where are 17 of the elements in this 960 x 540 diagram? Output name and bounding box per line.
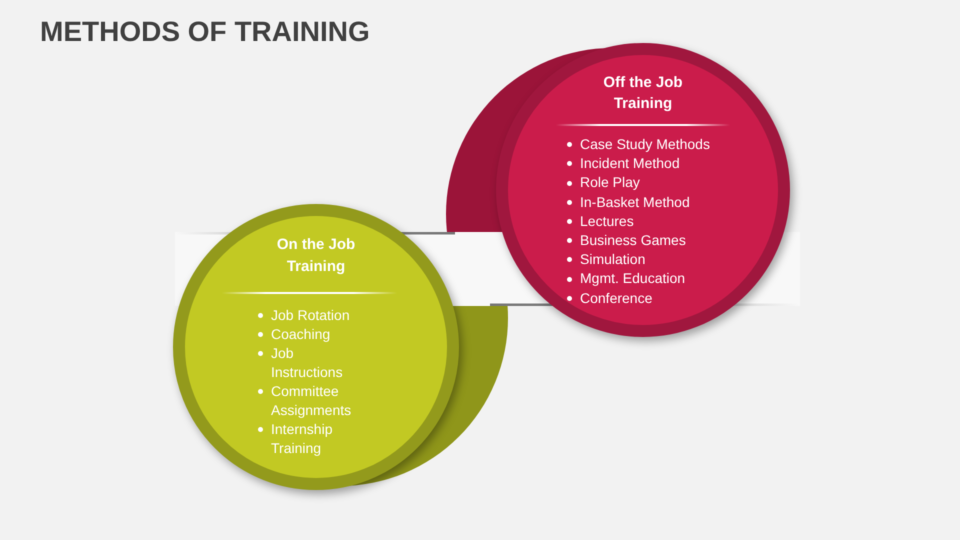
list-item: In-Basket Method (580, 192, 691, 212)
list-item: Role Play (580, 173, 641, 192)
list-item: Mgmt. Education (580, 269, 686, 288)
list-item: Coaching (271, 325, 332, 344)
list-item: Business Games (580, 231, 687, 250)
list-item: Committee Assignments (271, 382, 352, 420)
list-item: Job Instructions (271, 344, 344, 382)
list-item: Conference (580, 288, 654, 308)
list-item: Incident Method (580, 154, 681, 174)
list-item: Internship Training (271, 420, 334, 458)
circle-heading: Off the Job Training (602, 73, 684, 114)
list-item: Simulation (580, 250, 646, 270)
list-item: Lectures (580, 212, 635, 231)
circle-heading: On the Job Training (276, 235, 356, 277)
list-item: Case Study Methods (580, 135, 711, 154)
title: METHODS OF TRAINING (40, 15, 370, 49)
list-item: Job Rotation (271, 306, 351, 325)
